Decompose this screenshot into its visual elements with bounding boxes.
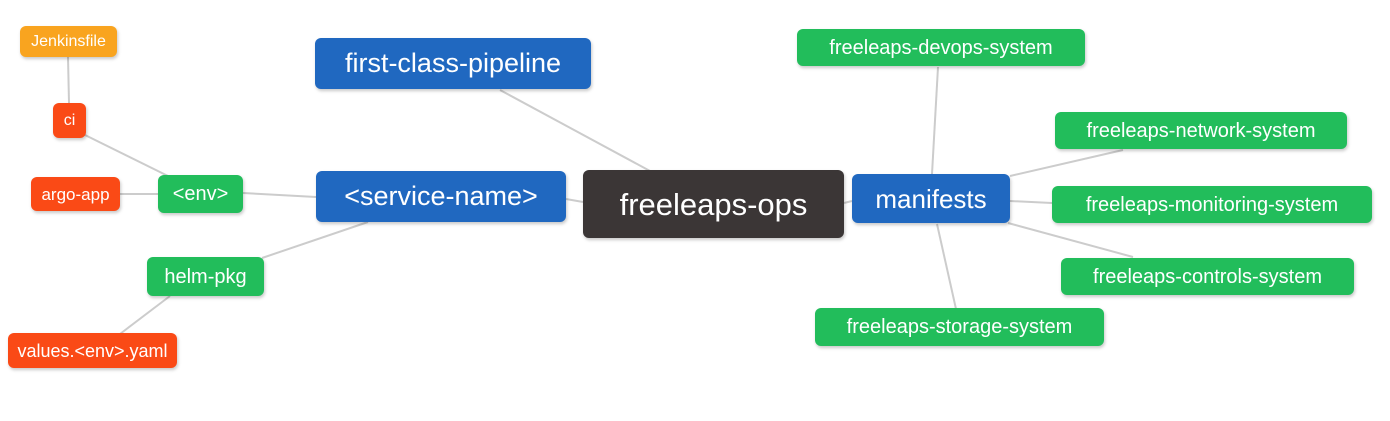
node-label-freeleaps-monitoring-system: freeleaps-monitoring-system [1085, 193, 1339, 216]
node-label-first-class-pipeline: first-class-pipeline [344, 48, 562, 78]
node-label-jenkinsfile: Jenkinsfile [31, 32, 106, 50]
node-first-class-pipeline[interactable]: first-class-pipeline [315, 38, 591, 89]
node-values-env-yaml[interactable]: values.<env>.yaml [8, 333, 177, 368]
node-label-freeleaps-ops: freeleaps-ops [619, 186, 808, 222]
edge-manifests-to-freeleaps-controls-system [1007, 222, 1134, 258]
node-label-env: <env> [172, 183, 229, 205]
edge-first-class-pipeline-to-freeleaps-ops [499, 89, 651, 172]
node-service-name[interactable]: <service-name> [316, 171, 566, 222]
node-label-service-name: <service-name> [344, 181, 538, 211]
node-env[interactable]: <env> [158, 175, 243, 213]
node-label-helm-pkg: helm-pkg [164, 265, 247, 288]
edge-jenkinsfile-to-ci [67, 56, 70, 104]
node-label-freeleaps-storage-system: freeleaps-storage-system [846, 316, 1073, 338]
node-label-freeleaps-network-system: freeleaps-network-system [1086, 119, 1316, 142]
node-manifests[interactable]: manifests [852, 174, 1010, 223]
node-jenkinsfile[interactable]: Jenkinsfile [20, 26, 117, 57]
edge-manifests-to-freeleaps-storage-system [936, 223, 957, 310]
edge-env-to-service-name [242, 192, 317, 198]
node-label-manifests: manifests [875, 183, 987, 214]
node-label-freeleaps-controls-system: freeleaps-controls-system [1093, 265, 1322, 288]
edge-freeleaps-ops-to-manifests [843, 200, 853, 204]
node-argo-app[interactable]: argo-app [31, 177, 120, 211]
edge-manifests-to-freeleaps-devops-system [931, 66, 939, 175]
edge-service-name-to-freeleaps-ops [565, 198, 584, 203]
node-helm-pkg[interactable]: helm-pkg [147, 257, 264, 296]
node-label-freeleaps-devops-system: freeleaps-devops-system [829, 36, 1053, 59]
edge-ci-to-env [84, 134, 169, 177]
node-freeleaps-monitoring-system[interactable]: freeleaps-monitoring-system [1052, 186, 1372, 223]
node-label-argo-app: argo-app [41, 184, 110, 204]
edge-helm-pkg-to-service-name [261, 221, 369, 259]
node-freeleaps-ops[interactable]: freeleaps-ops [583, 170, 844, 238]
node-label-ci: ci [63, 111, 76, 129]
node-freeleaps-storage-system[interactable]: freeleaps-storage-system [815, 308, 1104, 346]
node-ci[interactable]: ci [53, 103, 86, 138]
node-freeleaps-controls-system[interactable]: freeleaps-controls-system [1061, 258, 1354, 295]
node-freeleaps-devops-system[interactable]: freeleaps-devops-system [797, 29, 1085, 66]
node-freeleaps-network-system[interactable]: freeleaps-network-system [1055, 112, 1347, 149]
node-label-values-env-yaml: values.<env>.yaml [17, 340, 168, 361]
edge-manifests-to-freeleaps-monitoring-system [1009, 200, 1053, 204]
edge-helm-pkg-to-values-env-yaml [119, 295, 171, 335]
edge-manifests-to-freeleaps-network-system [1009, 149, 1124, 177]
